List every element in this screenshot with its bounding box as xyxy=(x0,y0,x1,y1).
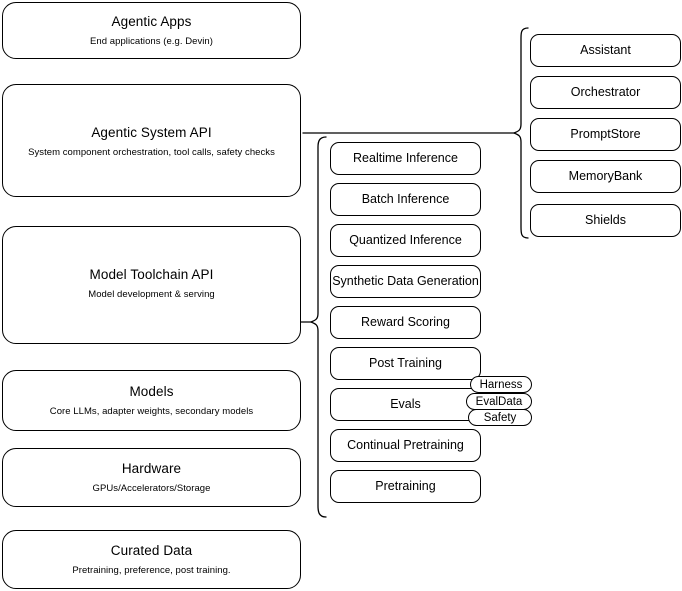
bracket-toolchain-components xyxy=(310,136,327,518)
layer-title: Curated Data xyxy=(110,542,193,558)
agentic-component-assistant[interactable]: Assistant xyxy=(530,34,681,67)
chip-label: Realtime Inference xyxy=(353,150,458,165)
pill-label: EvalData xyxy=(475,395,523,408)
pill-label: Safety xyxy=(483,411,517,424)
chip-label: Pretraining xyxy=(375,478,436,493)
layer-subtitle: System component orchestration, tool cal… xyxy=(28,146,275,158)
layer-title: Models xyxy=(129,383,174,399)
chip-label: MemoryBank xyxy=(568,168,643,183)
eval-pill-evaldata[interactable]: EvalData xyxy=(466,393,532,410)
toolchain-component-synthetic-data-generation[interactable]: Synthetic Data Generation xyxy=(330,265,481,298)
layer-subtitle: GPUs/Accelerators/Storage xyxy=(92,482,211,494)
agentic-component-orchestrator[interactable]: Orchestrator xyxy=(530,76,681,109)
toolchain-component-batch-inference[interactable]: Batch Inference xyxy=(330,183,481,216)
chip-label: Batch Inference xyxy=(361,191,450,206)
chip-label: Orchestrator xyxy=(570,84,641,99)
layer-subtitle: Core LLMs, adapter weights, secondary mo… xyxy=(49,405,254,417)
agentic-component-memorybank[interactable]: MemoryBank xyxy=(530,160,681,193)
eval-pill-harness[interactable]: Harness xyxy=(470,376,532,393)
chip-label: Quantized Inference xyxy=(349,232,462,247)
toolchain-component-quantized-inference[interactable]: Quantized Inference xyxy=(330,224,481,257)
toolchain-component-continual-pretraining[interactable]: Continual Pretraining xyxy=(330,429,481,462)
layer-curated-data[interactable]: Curated Data Pretraining, preference, po… xyxy=(2,530,301,589)
chip-label: Continual Pretraining xyxy=(347,437,464,452)
chip-label: Assistant xyxy=(580,42,631,57)
layer-title: Hardware xyxy=(121,460,182,476)
agentic-component-promptstore[interactable]: PromptStore xyxy=(530,118,681,151)
chip-label: Shields xyxy=(585,212,626,227)
chip-label: Reward Scoring xyxy=(361,314,450,329)
chip-label: Evals xyxy=(390,396,421,411)
chip-label: PromptStore xyxy=(570,126,641,141)
layer-title: Agentic System API xyxy=(91,125,212,140)
layer-model-toolchain-api[interactable]: Model Toolchain API Model development & … xyxy=(2,226,301,344)
toolchain-component-pretraining[interactable]: Pretraining xyxy=(330,470,481,503)
eval-pill-safety[interactable]: Safety xyxy=(468,409,532,426)
chip-label: Post Training xyxy=(369,355,442,370)
layer-hardware[interactable]: Hardware GPUs/Accelerators/Storage xyxy=(2,448,301,507)
toolchain-component-realtime-inference[interactable]: Realtime Inference xyxy=(330,142,481,175)
chip-label: Synthetic Data Generation xyxy=(332,273,479,288)
layer-agentic-system-api[interactable]: Agentic System API System component orch… xyxy=(2,84,301,197)
agentic-component-shields[interactable]: Shields xyxy=(530,204,681,237)
toolchain-component-reward-scoring[interactable]: Reward Scoring xyxy=(330,306,481,339)
layer-title: Model Toolchain API xyxy=(89,267,214,282)
layer-subtitle: Pretraining, preference, post training. xyxy=(72,564,231,576)
toolchain-component-evals[interactable]: Evals xyxy=(330,388,481,421)
layer-models[interactable]: Models Core LLMs, adapter weights, secon… xyxy=(2,370,301,431)
layer-agentic-apps[interactable]: Agentic Apps End applications (e.g. Devi… xyxy=(2,2,301,59)
layer-subtitle: Model development & serving xyxy=(88,288,215,300)
toolchain-component-post-training[interactable]: Post Training xyxy=(330,347,481,380)
layer-title: Agentic Apps xyxy=(111,13,192,29)
layer-subtitle: End applications (e.g. Devin) xyxy=(90,35,213,47)
bracket-agentic-components xyxy=(513,27,529,239)
pill-label: Harness xyxy=(479,378,523,391)
